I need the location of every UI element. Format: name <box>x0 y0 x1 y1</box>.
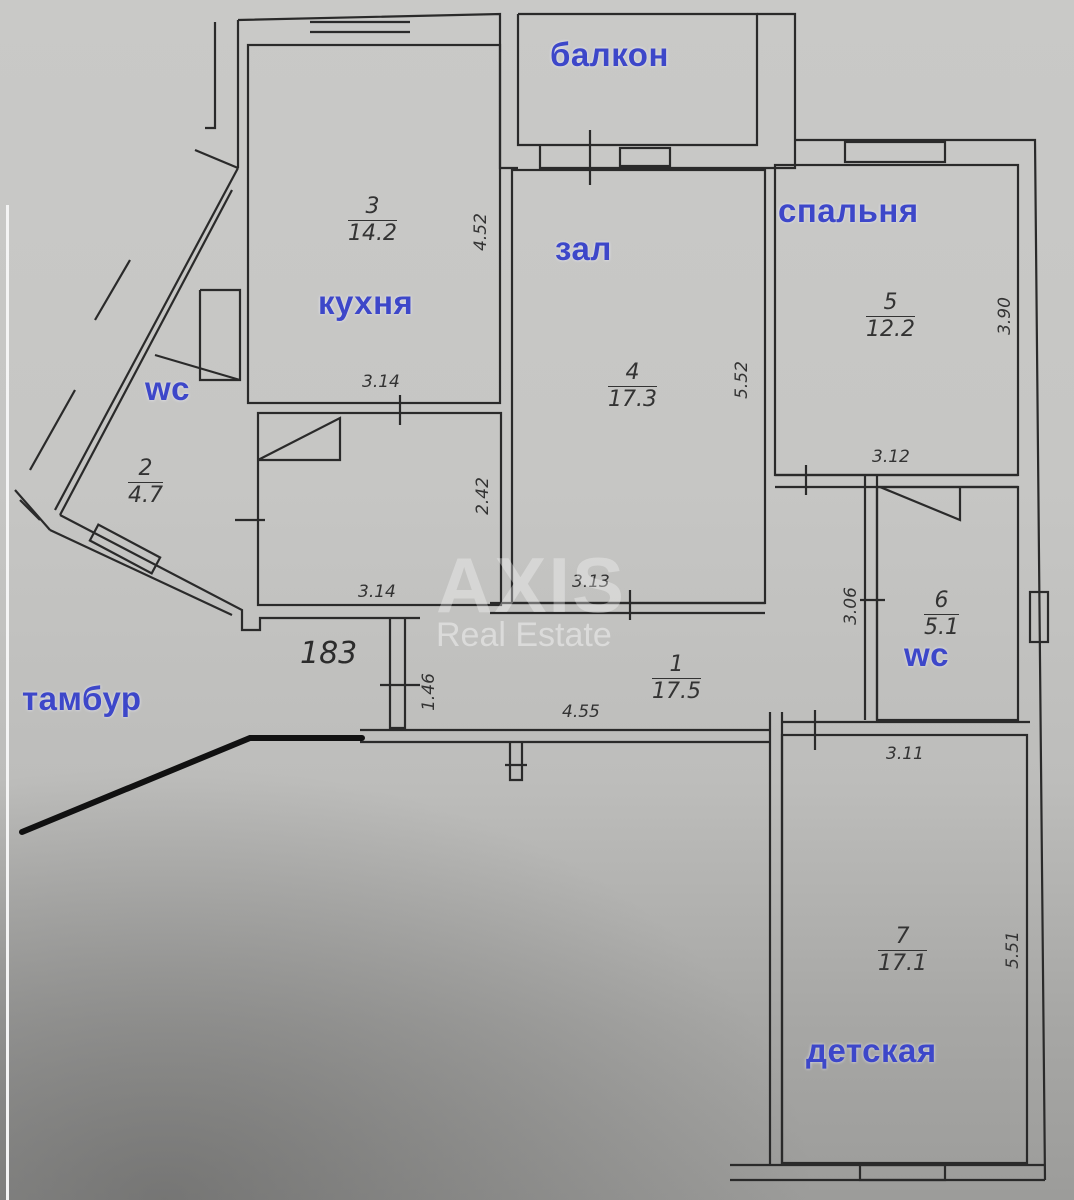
dim-corridor-width: 4.55 <box>562 702 600 722</box>
photo-edge <box>6 205 9 1200</box>
dim-kids-height: 5.51 <box>1002 931 1023 969</box>
label-wc-right: wc <box>904 636 950 673</box>
label-wc-left: wc <box>145 370 191 407</box>
dim-wc-right-height: 3.06 <box>840 587 861 625</box>
label-bedroom: спальня <box>778 192 919 229</box>
dim-hall-height: 5.52 <box>731 361 752 399</box>
label-vestibule: тамбур <box>22 680 142 717</box>
dim-hall-width: 3.13 <box>572 572 610 592</box>
dim-kids-width: 3.11 <box>886 744 924 764</box>
dim-kitchen-width: 3.14 <box>362 372 400 392</box>
dim-kitchen-height: 4.52 <box>470 213 491 251</box>
dim-pantry-width: 3.14 <box>358 582 396 602</box>
apartment-number: 183 <box>300 636 358 671</box>
watermark-subtitle: Real Estate <box>436 616 612 654</box>
dim-pantry-height: 2.42 <box>472 477 493 515</box>
dim-corridor-height: 1.46 <box>418 673 439 711</box>
label-hall: зал <box>555 230 612 267</box>
label-balcony: балкон <box>550 36 669 73</box>
dim-bedroom-height: 3.90 <box>994 297 1015 335</box>
label-kitchen: кухня <box>318 284 414 321</box>
dim-bedroom-width: 3.12 <box>872 447 910 467</box>
label-kids-room: детская <box>806 1032 937 1069</box>
watermark-brand: AXIS <box>436 541 627 629</box>
